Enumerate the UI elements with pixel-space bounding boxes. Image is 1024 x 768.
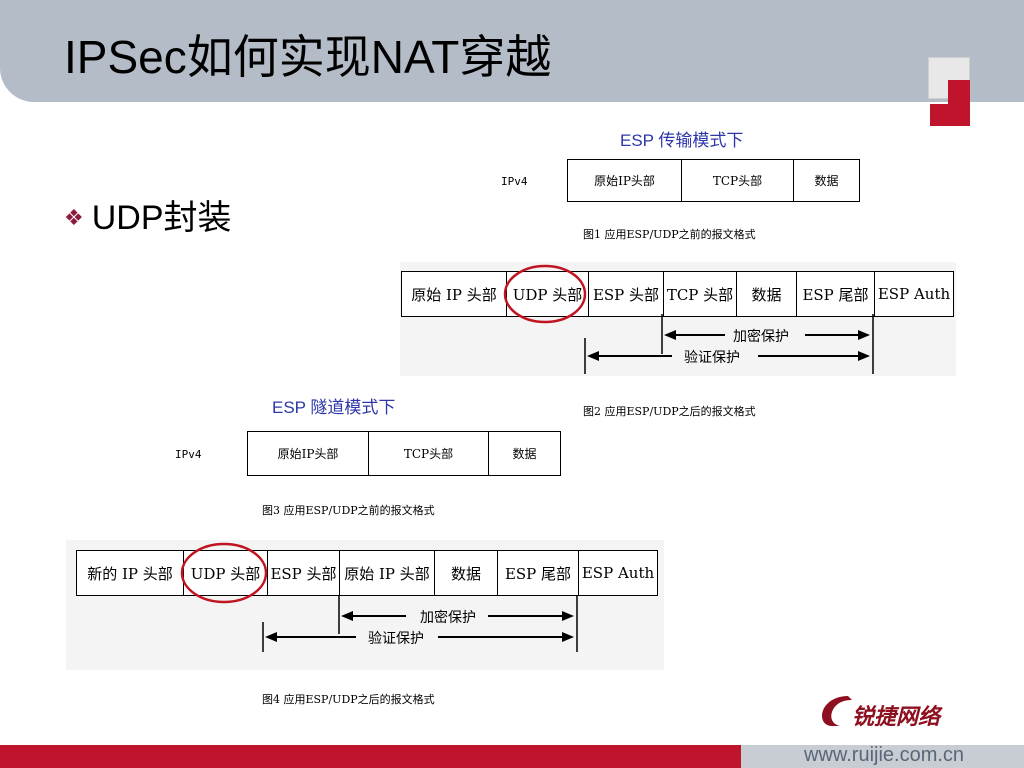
transport-protocol-label: IPv4 bbox=[501, 175, 528, 188]
udp-highlight-circle bbox=[180, 542, 268, 604]
transport-encrypt-label: 加密保护 bbox=[733, 329, 789, 345]
figure-caption-1: 图1 应用ESP/UDP之前的报文格式 bbox=[583, 228, 756, 241]
slide-title: IPSec如何实现NAT穿越 bbox=[64, 31, 552, 83]
diamond-bullet-icon: ❖ bbox=[64, 205, 84, 230]
packet-field: TCP头部 bbox=[681, 159, 793, 202]
tunnel-auth-label: 验证保护 bbox=[368, 631, 424, 647]
packet-field: ESP 尾部 bbox=[796, 271, 874, 317]
packet-field: 原始IP头部 bbox=[567, 159, 681, 202]
packet-field: 原始IP头部 bbox=[247, 431, 368, 476]
packet-field: ESP Auth bbox=[874, 271, 954, 317]
footer-url: www.ruijie.com.cn bbox=[804, 744, 965, 766]
figure-caption-4: 图4 应用ESP/UDP之后的报文格式 bbox=[262, 693, 435, 706]
transport-auth-label: 验证保护 bbox=[684, 350, 740, 366]
title-bar bbox=[0, 0, 1024, 102]
bullet-text: UDP封装 bbox=[91, 199, 232, 237]
packet-field: 新的 IP 头部 bbox=[76, 550, 183, 596]
corner-decoration-red-bottom bbox=[930, 104, 970, 126]
packet-field: 数据 bbox=[488, 431, 561, 476]
packet-field: 数据 bbox=[793, 159, 860, 202]
packet-field: UDP 头部 bbox=[183, 550, 267, 596]
packet-field: 数据 bbox=[736, 271, 796, 317]
tunnel-encrypt-label: 加密保护 bbox=[420, 610, 476, 626]
transport-before-packet: 原始IP头部 TCP头部 数据 bbox=[567, 159, 860, 202]
transport-after-packet: 原始 IP 头部 UDP 头部 ESP 头部 TCP 头部 数据 ESP 尾部 … bbox=[401, 271, 954, 317]
ruijie-logo-icon bbox=[822, 696, 852, 726]
logo-text: 锐捷网络 bbox=[852, 705, 941, 730]
packet-field: ESP 头部 bbox=[267, 550, 339, 596]
footer-bar-grey bbox=[741, 745, 1024, 768]
udp-highlight-circle bbox=[503, 264, 587, 324]
bullet-item: ❖ UDP封装 bbox=[64, 190, 232, 239]
packet-field: UDP 头部 bbox=[506, 271, 588, 317]
figure-caption-3: 图3 应用ESP/UDP之前的报文格式 bbox=[262, 504, 435, 517]
footer-bar-red bbox=[0, 745, 741, 768]
packet-field: ESP Auth bbox=[578, 550, 658, 596]
transport-mode-label: ESP 传输模式下 bbox=[620, 131, 744, 150]
packet-field: TCP 头部 bbox=[663, 271, 736, 317]
packet-field: 数据 bbox=[434, 550, 497, 596]
tunnel-protocol-label: IPv4 bbox=[175, 448, 202, 461]
packet-field: 原始 IP 头部 bbox=[339, 550, 434, 596]
tunnel-mode-label: ESP 隧道模式下 bbox=[272, 398, 396, 417]
packet-field: ESP 头部 bbox=[588, 271, 663, 317]
tunnel-before-packet: 原始IP头部 TCP头部 数据 bbox=[247, 431, 561, 476]
tunnel-protection-arrows bbox=[180, 542, 578, 652]
tunnel-after-packet: 新的 IP 头部 UDP 头部 ESP 头部 原始 IP 头部 数据 ESP 尾… bbox=[76, 550, 658, 596]
packet-field: ESP 尾部 bbox=[497, 550, 578, 596]
figure-caption-2: 图2 应用ESP/UDP之后的报文格式 bbox=[583, 405, 756, 418]
packet-field: 原始 IP 头部 bbox=[401, 271, 506, 317]
packet-field: TCP头部 bbox=[368, 431, 488, 476]
transport-protection-arrows bbox=[503, 264, 874, 374]
